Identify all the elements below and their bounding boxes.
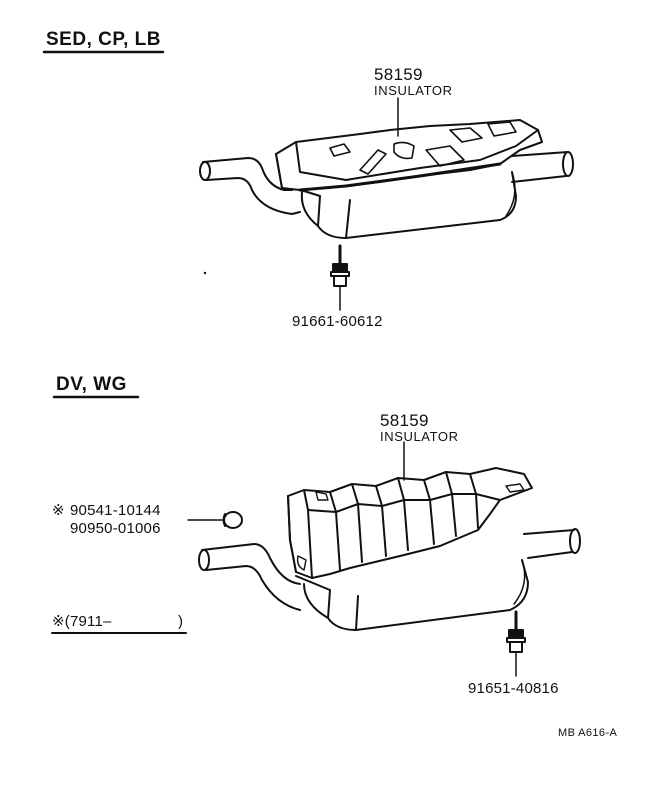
section-title-sed-cp-lb: SED, CP, LB <box>46 29 161 50</box>
bottom-insulator-name: INSULATOR <box>380 429 459 444</box>
figure-code: MB A616-A <box>558 727 618 739</box>
bottom-bolt <box>506 610 526 677</box>
grommet-part-number-1: 90541-10144 <box>70 502 161 519</box>
grommet <box>187 511 243 529</box>
bottom-insulator <box>287 467 533 579</box>
footnote-date-range: ※(7911– <box>52 613 112 630</box>
bottom-bolt-part-number: 91651-40816 <box>468 680 559 697</box>
section-title-dv-wg: DV, WG <box>56 374 127 395</box>
top-insulator-part-number: 58159 <box>374 65 423 84</box>
grommet-part-number-2: 90950-01006 <box>70 520 161 537</box>
bottom-muffler <box>295 559 529 631</box>
bottom-insulator-part-number: 58159 <box>380 411 429 430</box>
top-insulator-name: INSULATOR <box>374 83 453 98</box>
grommet-mark: ※ <box>52 502 65 519</box>
footnote-close: ) <box>178 613 184 630</box>
top-bolt <box>330 244 350 311</box>
top-exhaust-pipe <box>199 151 574 215</box>
top-muffler <box>287 171 517 239</box>
top-bolt-part-number: 91661-60612 <box>292 313 383 330</box>
top-insulator <box>275 119 543 192</box>
bottom-exhaust-pipe <box>198 528 581 611</box>
